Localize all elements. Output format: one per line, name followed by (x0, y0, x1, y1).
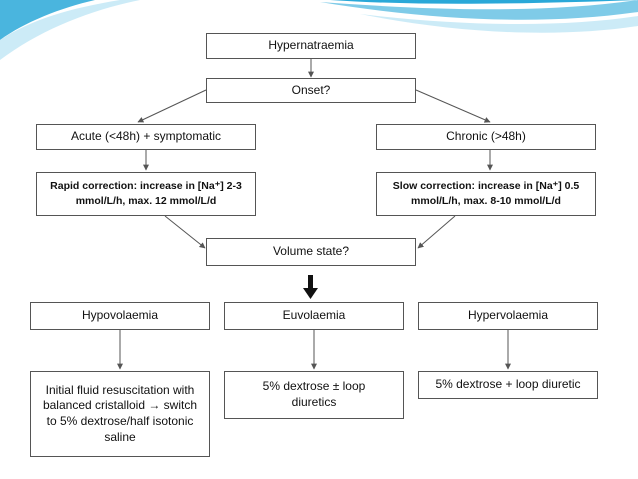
node-hypervolaemia: Hypervolaemia (418, 302, 598, 330)
node-slow-correction: Slow correction: increase in [Na⁺] 0.5 m… (376, 172, 596, 216)
node-chronic: Chronic (>48h) (376, 124, 596, 150)
node-acute-label: Acute (<48h) + symptomatic (70, 129, 222, 144)
arrow-onset-to-chronic (415, 89, 491, 123)
node-rapid-correction-label: Rapid correction: increase in [Na⁺] 2-3 … (50, 179, 242, 207)
top-left-swoosh (0, 0, 95, 40)
node-volume-state: Volume state? (206, 238, 416, 266)
node-slow-correction-label: Slow correction: increase in [Na⁺] 0.5 m… (392, 179, 580, 207)
node-hypovolaemia: Hypovolaemia (30, 302, 210, 330)
node-acute: Acute (<48h) + symptomatic (36, 124, 256, 150)
node-euvolaemia-treatment-label: 5% dextrose ± loop diuretics (262, 379, 366, 409)
node-onset-label: Onset? (291, 82, 331, 97)
top-left-swoosh-light (0, 0, 140, 60)
top-right-swoosh-light (360, 14, 638, 33)
arrow-slow-to-volume (417, 215, 456, 249)
thick-down-arrow (303, 275, 318, 299)
node-hypovolaemia-label: Hypovolaemia (81, 308, 159, 323)
node-euvolaemia: Euvolaemia (224, 302, 404, 330)
node-hypervolaemia-treatment-label: 5% dextrose + loop diuretic (435, 377, 581, 392)
top-right-swoosh-band (320, 0, 638, 20)
node-hypervolaemia-label: Hypervolaemia (467, 308, 549, 323)
node-volume-state-label: Volume state? (272, 244, 350, 259)
node-chronic-label: Chronic (>48h) (446, 129, 526, 144)
node-euvolaemia-label: Euvolaemia (282, 308, 346, 323)
node-hypovolaemia-treatment: Initial fluid resuscitation with balance… (30, 371, 210, 457)
top-right-swoosh (330, 0, 638, 4)
node-hypervolaemia-treatment: 5% dextrose + loop diuretic (418, 371, 598, 399)
node-onset: Onset? (206, 78, 416, 103)
arrow-rapid-to-volume (164, 215, 206, 249)
node-hypernatraemia: Hypernatraemia (206, 33, 416, 59)
arrow-onset-to-acute (137, 89, 207, 123)
node-hypernatraemia-label: Hypernatraemia (268, 38, 354, 53)
node-euvolaemia-treatment: 5% dextrose ± loop diuretics (224, 371, 404, 419)
node-rapid-correction: Rapid correction: increase in [Na⁺] 2-3 … (36, 172, 256, 216)
node-hypovolaemia-treatment-label: Initial fluid resuscitation with balance… (42, 382, 198, 444)
